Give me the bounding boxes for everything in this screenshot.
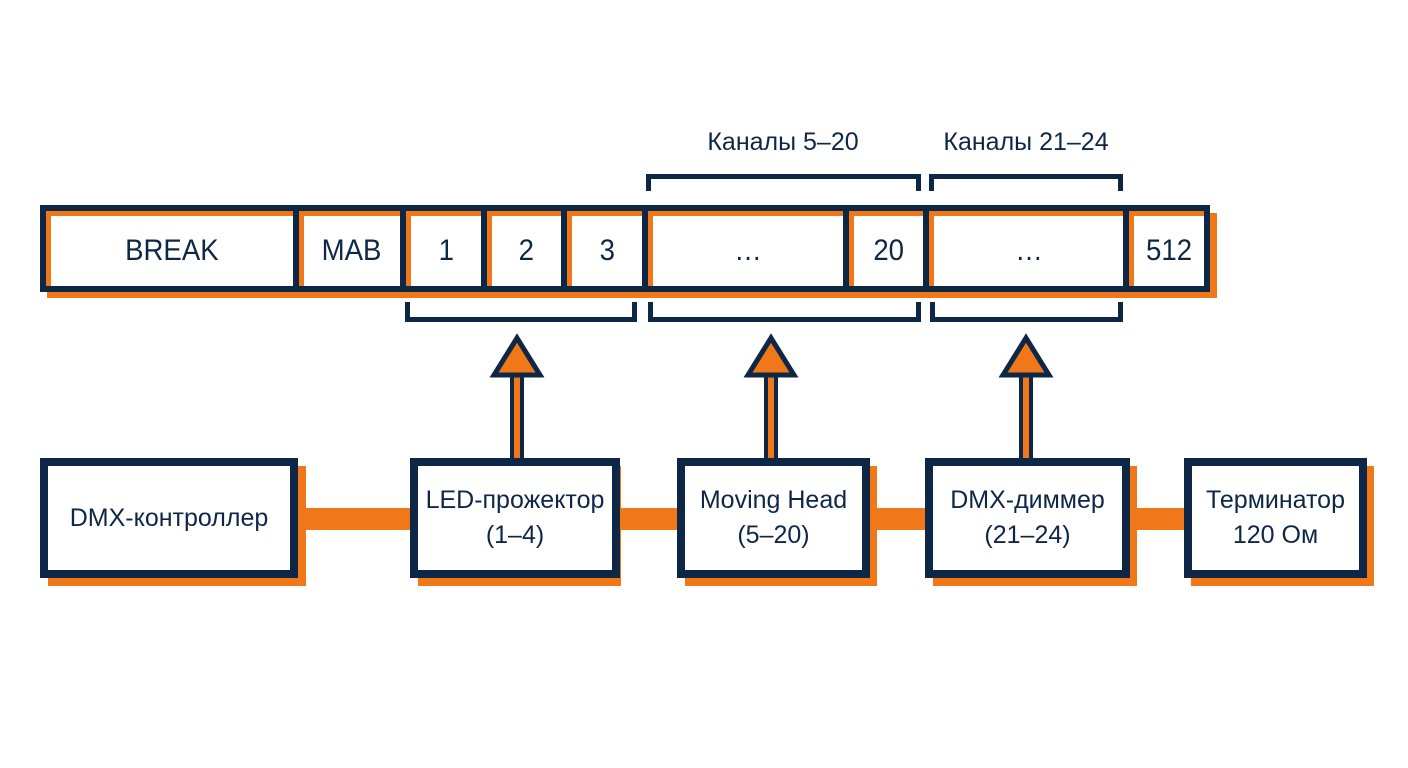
device-value: 120 Ом <box>1232 521 1319 549</box>
device-label: LED-прожектор <box>425 486 605 514</box>
bracket-bottom-moving-head <box>648 302 921 322</box>
device-dmx-controller: DMX-контроллер <box>40 458 298 578</box>
packet-cell-ellipsis: … <box>929 211 1123 286</box>
packet-cell-channel-20: 20 <box>849 211 923 286</box>
packet-cell-mab: MAB <box>299 211 400 286</box>
device-moving-head: Moving Head (5–20) <box>677 458 870 578</box>
device-channels: (5–20) <box>737 521 810 549</box>
bracket-top-channels-5-20 <box>646 174 921 191</box>
device-label: Терминатор <box>1206 486 1345 514</box>
dmx-cable-link <box>620 508 682 530</box>
device-label: DMX-диммер <box>950 486 1105 514</box>
group-label-channels-5-20: Каналы 5–20 <box>707 128 859 156</box>
arrow-up-icon <box>743 333 799 462</box>
device-dmx-dimmer: DMX-диммер (21–24) <box>925 458 1130 578</box>
device-label: DMX-контроллер <box>69 503 269 532</box>
dmx-cable-link <box>1127 508 1187 530</box>
group-label-channels-21-24: Каналы 21–24 <box>943 128 1109 156</box>
device-label: Moving Head <box>699 486 848 514</box>
bracket-bottom-dimmer <box>930 302 1123 322</box>
packet-cell-ellipsis: … <box>648 211 843 286</box>
bracket-top-channels-21-24 <box>929 174 1123 191</box>
dmx-cable-link <box>866 508 930 530</box>
dmx-cable-link <box>298 508 414 530</box>
device-channels: (1–4) <box>485 521 545 549</box>
packet-cell-break: BREAK <box>46 211 293 286</box>
arrow-up-icon <box>998 333 1054 462</box>
bracket-bottom-led <box>405 302 637 322</box>
packet-cell-channel-3: 3 <box>567 211 642 286</box>
device-led-projector: LED-прожектор (1–4) <box>410 458 620 578</box>
packet-cell-channel-1: 1 <box>406 211 481 286</box>
packet-cell-channel-512: 512 <box>1129 211 1204 286</box>
dmx-packet-frame: BREAK MAB 1 2 3 … 20 … 512 <box>40 205 1210 292</box>
arrow-up-icon <box>489 333 545 462</box>
packet-cell-channel-2: 2 <box>487 211 561 286</box>
device-terminator: Терминатор 120 Ом <box>1184 458 1367 578</box>
device-channels: (21–24) <box>984 521 1071 549</box>
